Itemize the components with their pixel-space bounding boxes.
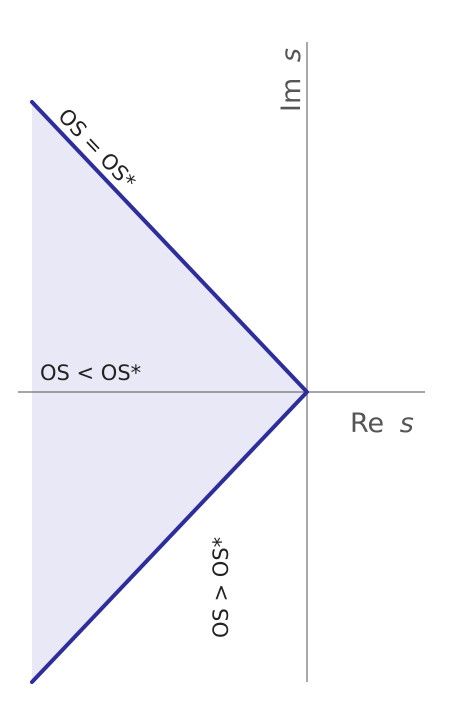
svg-text:OS > OS*: OS > OS* bbox=[209, 537, 233, 638]
imag-label-var: s bbox=[276, 48, 307, 62]
real-label-prefix: Re bbox=[350, 408, 384, 439]
boundary-lines bbox=[30, 100, 309, 684]
imaginary-axis-label: Im s bbox=[276, 48, 307, 112]
real-axis-label: Re s bbox=[350, 408, 414, 439]
real-label-var: s bbox=[400, 408, 414, 439]
imag-label-prefix: Im bbox=[276, 78, 307, 112]
svg-text:Im s: Im s bbox=[276, 48, 307, 112]
inside-region-label: OS < OS* bbox=[40, 361, 141, 385]
outside-region-label: OS > OS* bbox=[209, 537, 233, 638]
